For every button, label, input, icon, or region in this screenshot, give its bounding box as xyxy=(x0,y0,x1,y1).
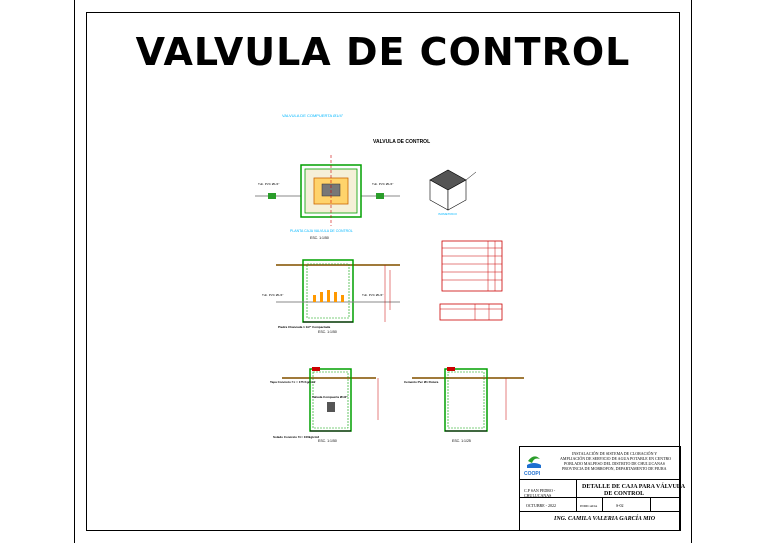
label-grava: Piedra Chancada 1 1/2" Compactada xyxy=(278,325,330,329)
project-line-1: INSTALACIÓN DE SISTEMA DE CLORACIÓN Y xyxy=(572,451,658,456)
svg-text:Cemento Pvc Ø1 Rotura: Cemento Pvc Ø1 Rotura xyxy=(404,380,439,384)
label-soldado: Solado Concreto f'c= 100kg/cm2 xyxy=(273,435,319,439)
inner-border xyxy=(86,12,680,531)
location-line-1: C.P SAN PEDRO - xyxy=(524,488,556,493)
outer-frame xyxy=(74,0,692,543)
scale-value: INDICADA xyxy=(580,504,598,508)
label-accesorio: Valvula Compuerta Ø1/2" xyxy=(312,395,348,399)
svg-text:PLANTA CAJA VALVULA DE CONTROL: PLANTA CAJA VALVULA DE CONTROL xyxy=(290,229,353,233)
title-block: COOPI INSTALACIÓN DE SISTEMA DE CLORACIÓ… xyxy=(519,446,685,531)
section-view-1: Tub. PVC Ø1/4" Tub. PVC Ø1/4" xyxy=(262,259,400,323)
engineer-name: ING. CAMILA VALERIA GARCÍA MIO xyxy=(554,516,656,522)
scale-label-2: ESC. 1:1/50 xyxy=(318,330,337,334)
section-view-2 xyxy=(282,367,379,432)
date-value: OCTUBRE - 2022 xyxy=(526,503,556,508)
section-view-3: Cemento Pvc Ø1 Rotura xyxy=(404,367,524,432)
project-line-3: POBLADO MALPESO DEL DISTRITO DE CHULUCAN… xyxy=(564,461,666,466)
logo: COOPI xyxy=(524,451,544,477)
detail-title: VALVULA DE CONTROL xyxy=(373,139,430,145)
svg-text:Tub. PVC Ø1/4": Tub. PVC Ø1/4" xyxy=(362,293,383,297)
sheet-title-1: DETALLE DE CAJA PARA VÁLVULA xyxy=(582,484,686,490)
location-line-2: CHULUCANAS xyxy=(524,493,552,498)
isometric-box: ISOMETRICO xyxy=(429,169,477,216)
scale-label-1: ESC. 1:1/50 xyxy=(310,236,329,240)
scale-label-4: ESC. 1:1/25 xyxy=(452,439,471,443)
label-tapa: Tapa Concreto f´c = 175 Kg/cm2 xyxy=(270,380,316,384)
plan-view: Tub. PVC Ø1/4" Tub. PVC Ø1/4" xyxy=(255,155,400,226)
svg-text:Tub. PVC Ø1/4": Tub. PVC Ø1/4" xyxy=(258,182,279,186)
svg-text:Tub. PVC Ø1/4": Tub. PVC Ø1/4" xyxy=(372,182,393,186)
page-title: VALVULA DE CONTROL xyxy=(135,30,631,74)
sheet-number: S-02 xyxy=(616,503,624,508)
logo-text: COOPI xyxy=(524,471,541,477)
project-line-4: PROVINCIA DE MORROPON, DEPARTAMENTO DE P… xyxy=(562,466,667,471)
svg-text:Tub. PVC Ø1/4": Tub. PVC Ø1/4" xyxy=(262,293,283,297)
materials-table xyxy=(441,240,503,292)
coopi-logo-icon xyxy=(527,456,541,468)
plan-caption: VALVULA DE COMPUERTA Ø1/4" xyxy=(282,113,344,118)
dimensions-table xyxy=(439,303,503,321)
sheet-title-2: DE CONTROL xyxy=(604,491,645,497)
project-line-2: AMPLIACIÓN DE SERVICIO DE AGUA POTABLE E… xyxy=(560,456,672,461)
svg-text:ISOMETRICO: ISOMETRICO xyxy=(438,212,458,216)
scale-label-3: ESC. 1:1/50 xyxy=(318,439,337,443)
